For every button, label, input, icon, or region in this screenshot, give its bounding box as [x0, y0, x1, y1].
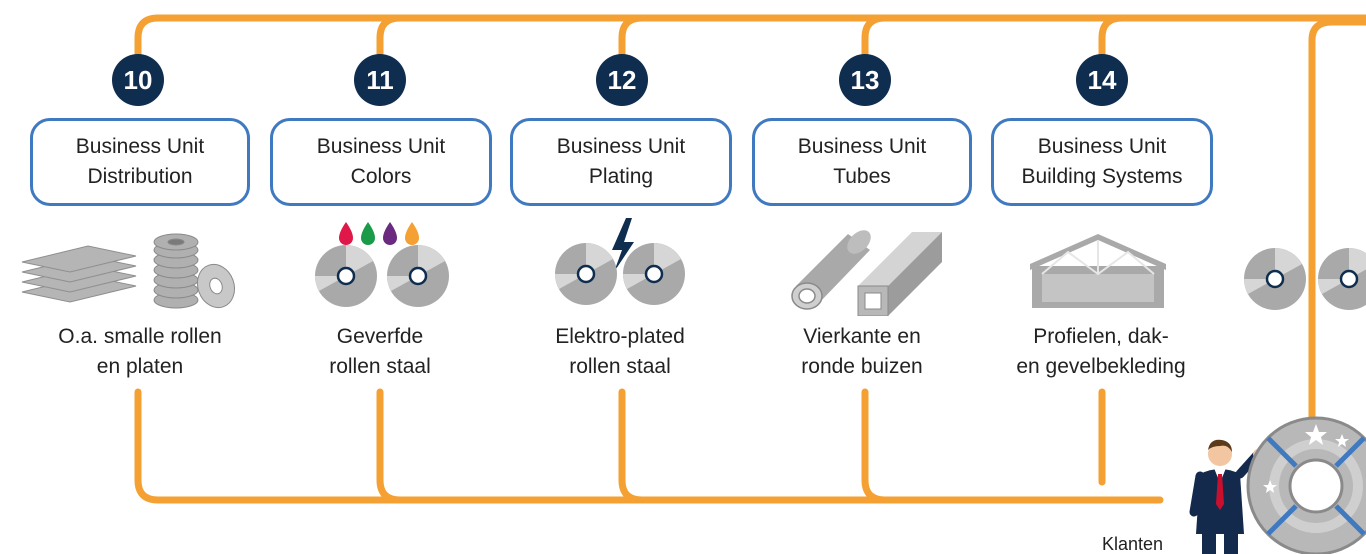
unit-title: Business Unit — [316, 135, 446, 158]
badge-12: 12 — [596, 54, 648, 106]
businessman-icon — [1189, 439, 1260, 554]
unit-title: Business Unit — [797, 135, 927, 158]
unit-name: Building Systems — [1021, 165, 1183, 188]
caption-line: en platen — [96, 355, 184, 378]
caption-line: rollen staal — [569, 355, 671, 378]
caption-line: O.a. smalle rollen — [58, 325, 222, 348]
caption-line: Geverfde — [336, 325, 424, 348]
badge-11: 11 — [354, 54, 406, 106]
unit-title: Business Unit — [556, 135, 686, 158]
unit-name: Tubes — [833, 165, 891, 188]
painted-coils-icon — [315, 222, 449, 307]
caption-line: en gevelbekleding — [1016, 355, 1186, 378]
caption-distribution: O.a. smalle rollen en platen — [30, 322, 250, 382]
unit-title: Business Unit — [1037, 135, 1167, 158]
bottom-connector — [134, 388, 1164, 504]
plated-coils-icon — [555, 218, 685, 305]
unit-title: Business Unit — [75, 135, 205, 158]
caption-tubes: Vierkante en ronde buizen — [752, 322, 972, 382]
coils-icon — [1244, 248, 1366, 310]
caption-line: Profielen, dak- — [1033, 325, 1169, 348]
unit-name: Plating — [588, 165, 654, 188]
caption-building-systems: Profielen, dak- en gevelbekleding — [991, 322, 1211, 382]
caption-colors: Geverfde rollen staal — [270, 322, 490, 382]
unit-box-tubes: Business Unit Tubes — [752, 118, 972, 206]
unit-box-distribution: Business Unit Distribution — [30, 118, 250, 206]
unit-name: Distribution — [87, 165, 193, 188]
caption-line: ronde buizen — [801, 355, 923, 378]
customers-label: Klanten — [1102, 534, 1164, 554]
badge-10: 10 — [112, 54, 164, 106]
caption-line: Elektro-plated — [555, 325, 685, 348]
plates-and-coils-icon — [21, 233, 236, 309]
unit-box-colors: Business Unit Colors — [270, 118, 492, 206]
caption-line: Vierkante en — [803, 325, 921, 348]
building-icon — [1030, 234, 1166, 308]
right-connector — [1308, 18, 1366, 424]
badge-13: 13 — [839, 54, 891, 106]
unit-box-building-systems: Business Unit Building Systems — [991, 118, 1213, 206]
tubes-icon — [791, 230, 942, 316]
badge-14: 14 — [1076, 54, 1128, 106]
caption-line: rollen staal — [329, 355, 431, 378]
unit-box-plating: Business Unit Plating — [510, 118, 732, 206]
top-connector — [134, 14, 1366, 64]
unit-name: Colors — [350, 165, 412, 188]
caption-plating: Elektro-plated rollen staal — [510, 322, 730, 382]
lifebuoy-icon — [1246, 416, 1366, 554]
